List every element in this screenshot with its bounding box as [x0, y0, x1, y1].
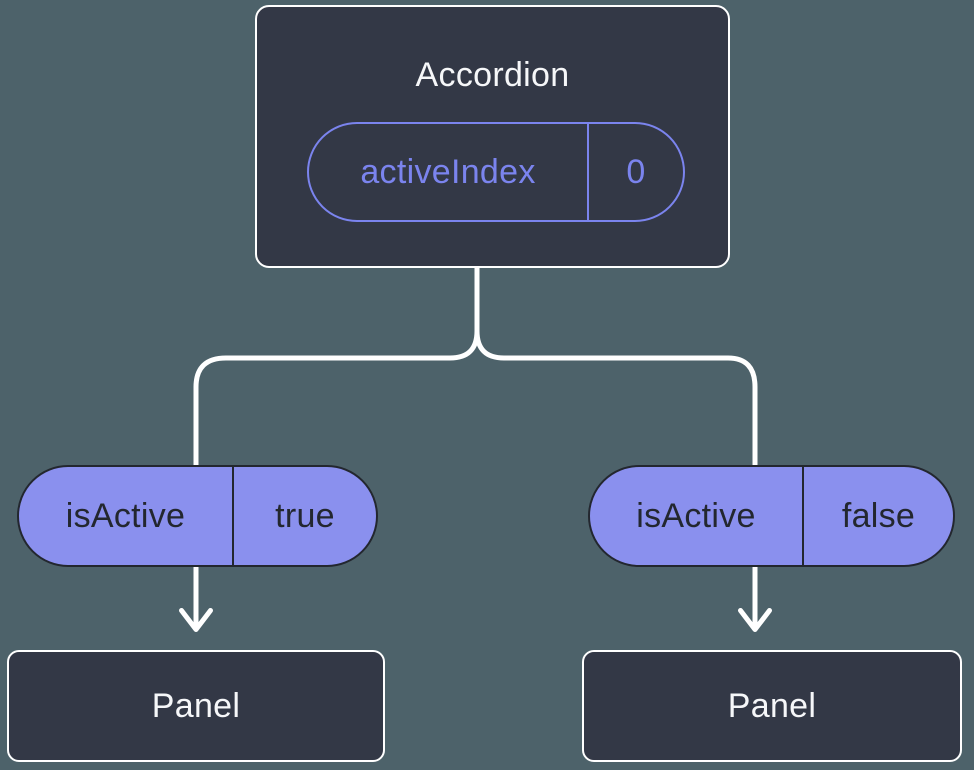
prop-name-label: isActive	[19, 467, 234, 565]
node-panel-right: Panel	[582, 650, 962, 762]
connector-branch-right	[474, 267, 758, 469]
node-accordion: Accordion activeIndex 0	[255, 5, 730, 268]
node-panel-title: Panel	[727, 687, 817, 725]
arrow-right-head-icon	[738, 608, 772, 632]
prop-value-label: true	[275, 496, 335, 535]
arrow-left-head-icon	[179, 608, 213, 632]
prop-value-label: false	[841, 496, 916, 535]
prop-name-label: isActive	[590, 467, 804, 565]
prop-pill-activeindex: activeIndex 0	[307, 122, 685, 222]
node-accordion-title: Accordion	[415, 56, 570, 94]
prop-pill-isactive-right: isActive false	[588, 465, 955, 567]
prop-value-label: 0	[626, 152, 646, 191]
node-panel-left: Panel	[7, 650, 385, 762]
connector-branch-left	[193, 267, 480, 469]
prop-name-label: activeIndex	[309, 124, 589, 220]
node-panel-title: Panel	[151, 687, 241, 725]
prop-pill-isactive-left: isActive true	[17, 465, 378, 567]
